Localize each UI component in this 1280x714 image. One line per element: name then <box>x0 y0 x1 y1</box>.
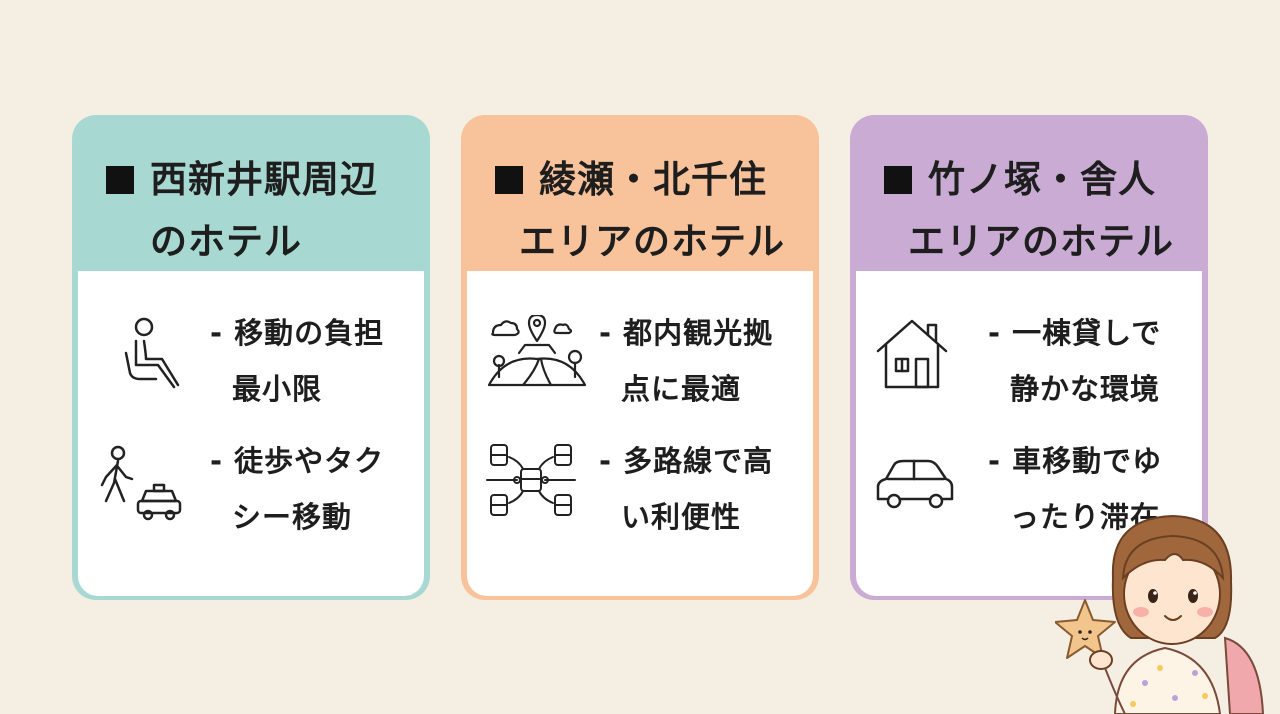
card-title-line1: 綾瀬・北千住 <box>539 158 767 201</box>
item-text-line2: 最小限 <box>232 372 323 406</box>
card-body: - 一棟貸しで 静かな環境 - 車移動でゆ ったり滞在 <box>856 271 1202 596</box>
item-text-line1: - 多路線で高 <box>599 444 774 478</box>
item-text-line1: - 車移動でゆ <box>988 444 1163 478</box>
landmark-map-pin-icon <box>487 315 587 387</box>
hotel-card-ayase-kitasenju: 綾瀬・北千住 エリアのホテル - 都内観光拠 点に最適 <box>461 115 819 600</box>
house-icon <box>876 319 948 389</box>
card-body: - 移動の負担 最小限 - 徒歩やタク シー移動 <box>78 271 424 596</box>
card-body: - 都内観光拠 点に最適 - 多路線で高 い利便性 <box>467 271 813 596</box>
item-text-line2: い利便性 <box>621 500 742 534</box>
item-text-line1: - 一棟貸しで <box>988 316 1162 350</box>
list-item: - 車移動でゆ ったり滞在 <box>856 441 1202 569</box>
card-header: 竹ノ塚・舎人 エリアのホテル <box>856 121 1202 271</box>
item-text-line1: - 都内観光拠 <box>599 316 774 350</box>
item-text-line1: - 徒歩やタク <box>210 444 385 478</box>
list-item: - 徒歩やタク シー移動 <box>78 441 424 569</box>
item-text-line1: - 移動の負担 <box>210 316 385 350</box>
card-title-line1: 竹ノ塚・舎人 <box>928 158 1156 201</box>
card-title-line2: エリアのホテル <box>908 220 1174 263</box>
card-title-line1: 西新井駅周辺 <box>150 158 378 201</box>
list-item: - 多路線で高 い利便性 <box>467 441 813 569</box>
card-header: 西新井駅周辺 のホテル <box>78 121 424 271</box>
walker-taxi-icon <box>100 445 182 521</box>
bullet-square-icon <box>495 166 523 194</box>
car-icon <box>876 459 954 509</box>
bullet-square-icon <box>884 166 912 194</box>
bullet-square-icon <box>106 166 134 194</box>
card-title-line2: のホテル <box>150 220 302 263</box>
card-header: 綾瀬・北千住 エリアのホテル <box>467 121 813 271</box>
item-text-line2: シー移動 <box>232 500 353 534</box>
hotel-card-nishiarai: 西新井駅周辺 のホテル - 移動の負担 最小限 <box>72 115 430 600</box>
seated-person-icon <box>124 317 180 389</box>
item-text-line2: 静かな環境 <box>1010 372 1161 406</box>
list-item: - 移動の負担 最小限 <box>78 313 424 441</box>
girl-mascot-illustration <box>1055 514 1265 714</box>
list-item: - 都内観光拠 点に最適 <box>467 313 813 441</box>
card-title-line2: エリアのホテル <box>519 220 785 263</box>
list-item: - 一棟貸しで 静かな環境 <box>856 313 1202 441</box>
train-network-icon <box>486 444 576 516</box>
item-text-line2: 点に最適 <box>621 372 742 406</box>
